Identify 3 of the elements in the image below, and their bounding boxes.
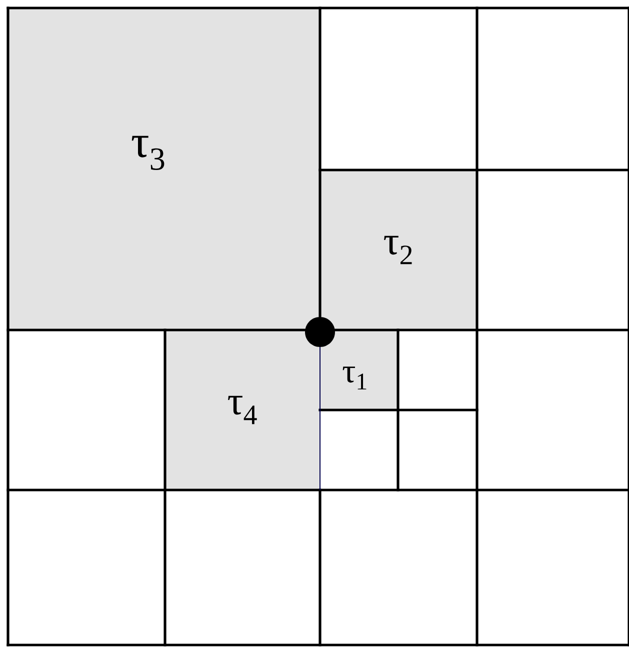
node-label: τ$_{1}$: [342, 366, 366, 390]
shaded-cell: τ$_{1}$: [320, 330, 398, 410]
shaded-cell: τ$_{2}$: [320, 170, 477, 330]
